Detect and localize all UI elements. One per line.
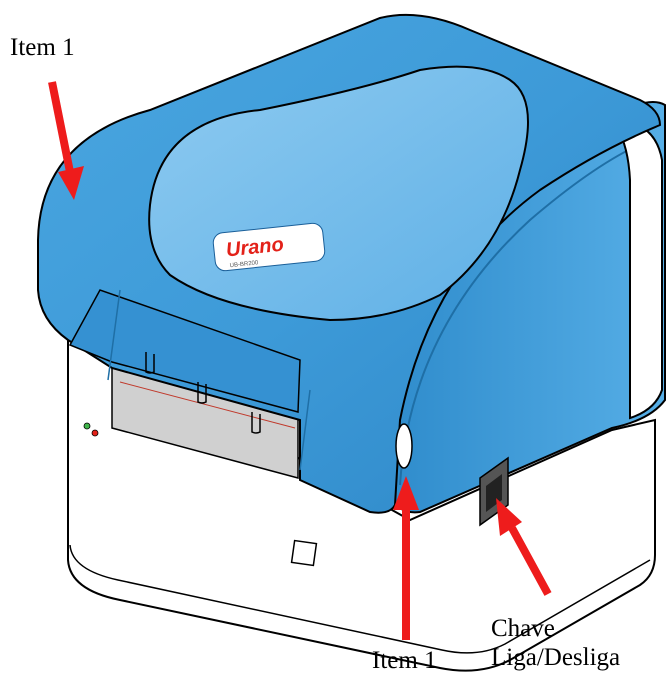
label-item1-top: Item 1 — [10, 33, 75, 62]
cover-release-button[interactable] — [396, 424, 412, 468]
led-green — [84, 423, 90, 429]
label-power-switch: Chave Liga/Desliga — [491, 614, 620, 672]
label-item1-bottom: Item 1 — [372, 646, 437, 675]
led-red — [92, 430, 98, 436]
base-tab — [292, 541, 317, 566]
label-power-switch-line2: Liga/Desliga — [491, 643, 620, 672]
label-power-switch-line1: Chave — [491, 614, 620, 643]
